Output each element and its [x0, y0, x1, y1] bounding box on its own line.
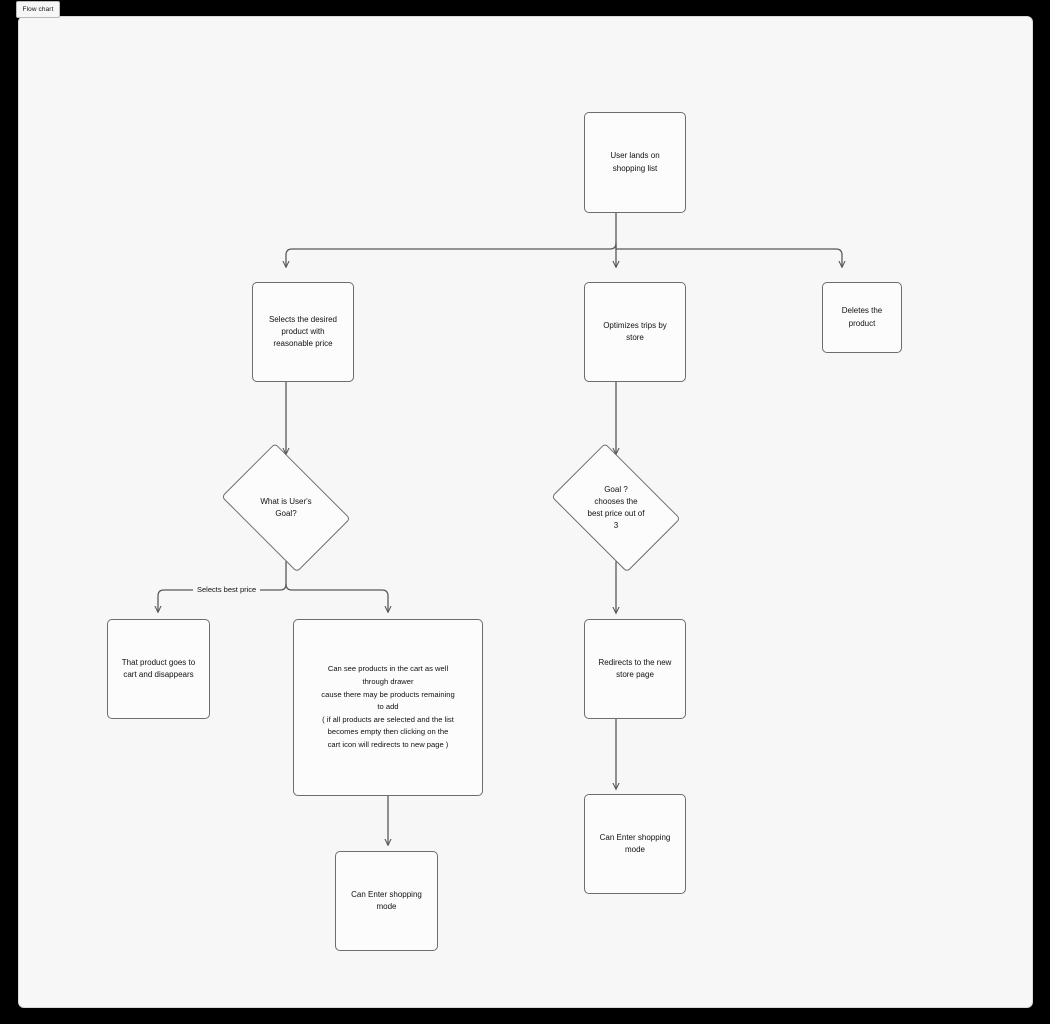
edge-goal-left-to-drawer	[285, 583, 388, 612]
node-selects-desired-product[interactable]: Selects the desired product with reasona…	[252, 282, 354, 382]
flow-chart-tab-label: Flow chart	[22, 6, 54, 13]
edge-start-to-delete	[615, 248, 842, 267]
edge-goal-left-to-cart	[158, 583, 287, 612]
node-can-enter-shopping-mode-left[interactable]: Can Enter shopping mode	[335, 851, 438, 951]
flow-chart-tab[interactable]: Flow chart	[16, 1, 60, 18]
node-what-is-users-goal[interactable]: What is User's Goal?	[210, 443, 362, 573]
node-goal-chooses-best-price[interactable]: Goal ? chooses the best price out of 3	[540, 443, 692, 573]
diagram-canvas[interactable]: User lands on shopping list Selects the …	[18, 16, 1033, 1008]
node-can-see-products-in-cart[interactable]: Can see products in the cart as well thr…	[293, 619, 483, 796]
edge-start-to-select	[286, 242, 617, 267]
edge-label-selects-best-price: Selects best price	[193, 584, 261, 596]
node-deletes-the-product[interactable]: Deletes the product	[822, 282, 902, 353]
node-can-enter-shopping-mode-right[interactable]: Can Enter shopping mode	[584, 794, 686, 894]
node-redirects-to-new-store-page[interactable]: Redirects to the new store page	[584, 619, 686, 719]
node-user-lands-on-shopping-list[interactable]: User lands on shopping list	[584, 112, 686, 213]
node-label: What is User's Goal?	[260, 496, 312, 518]
node-label: Goal ? chooses the best price out of 3	[587, 484, 645, 531]
node-optimizes-trips-by-store[interactable]: Optimizes trips by store	[584, 282, 686, 382]
node-product-goes-to-cart[interactable]: That product goes to cart and disappears	[107, 619, 210, 719]
edge-layer	[19, 212, 1033, 1008]
